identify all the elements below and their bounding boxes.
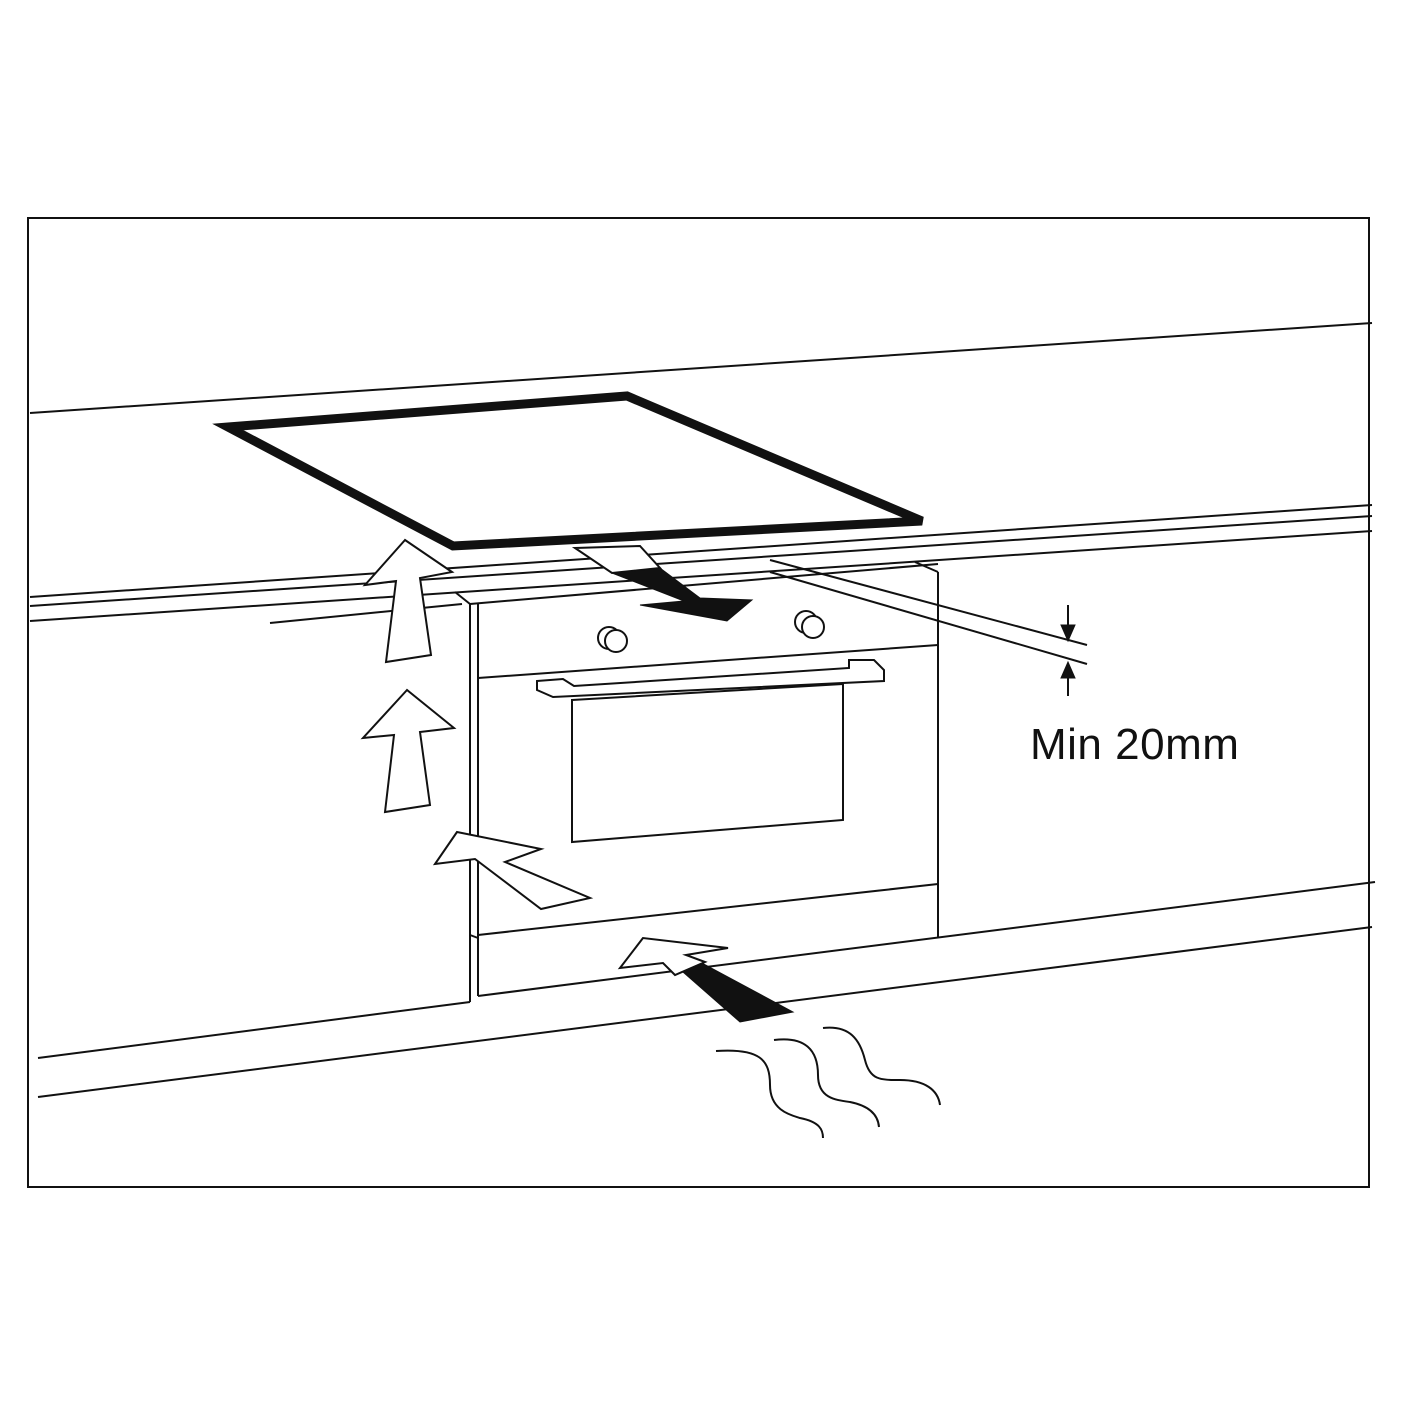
worktop bbox=[29, 322, 1373, 624]
plinth bbox=[37, 881, 1376, 1098]
airflow-inlet-arrow bbox=[617, 936, 795, 1023]
airflow-diagonal-arrow bbox=[432, 830, 594, 911]
arrow-down-icon bbox=[1060, 624, 1076, 643]
heat-waves-icon bbox=[715, 1026, 941, 1139]
hob-cooktop bbox=[212, 391, 924, 551]
left-cabinet bbox=[37, 604, 471, 1059]
airflow-outlet-arrow bbox=[571, 544, 754, 622]
oven-knob-right bbox=[794, 610, 825, 639]
built-in-oven bbox=[454, 561, 939, 996]
oven-knob-left bbox=[597, 626, 628, 653]
oven-door-window bbox=[571, 682, 844, 844]
clearance-gap bbox=[769, 559, 1088, 696]
oven-door-handle bbox=[536, 659, 885, 699]
clearance-label: Min 20mm bbox=[1030, 720, 1240, 769]
airflow-up-arrow-1 bbox=[362, 538, 455, 664]
airflow-up-arrow-2 bbox=[360, 688, 457, 814]
diagram-frame bbox=[27, 217, 1370, 1188]
arrow-up-icon bbox=[1060, 660, 1076, 679]
